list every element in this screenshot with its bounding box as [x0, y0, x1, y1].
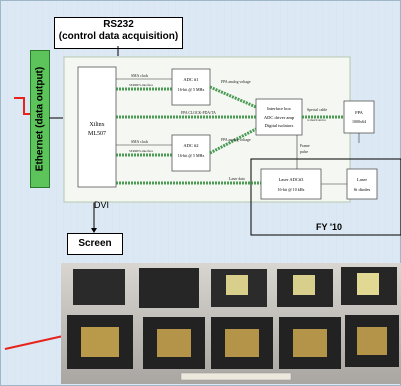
die-front-1 — [81, 327, 119, 357]
red-callout-line-top — [14, 98, 30, 114]
front-row-packages — [67, 315, 399, 369]
screen-label-box: Screen — [67, 233, 123, 255]
laser-adc-label-2: 16-bit @ 10 kHz — [278, 187, 305, 192]
screen-label: Screen — [78, 238, 111, 249]
interface-label-1: Interface box — [267, 106, 292, 111]
die-front-3 — [225, 329, 259, 357]
package-back-2 — [139, 268, 199, 308]
adc1-label-1: ADC #1 — [183, 77, 198, 82]
fpga-label-2: ML507 — [88, 131, 106, 137]
fpa-analog-1-label: FPA analog voltage — [221, 80, 251, 84]
laser-adc-label-1: Laser ADC#3 — [279, 177, 305, 182]
chip-back-4 — [293, 275, 315, 295]
serdes-2-label: SERDES-interface — [129, 149, 154, 153]
adc2-label-1: ADC #2 — [183, 143, 198, 148]
fpa-analog-2-label: FPA analog voltage — [221, 138, 251, 142]
die-front-2 — [157, 329, 191, 357]
interface-label-3: Digital isolators — [265, 123, 294, 128]
dvi-label: DVI — [94, 200, 109, 210]
special-cable-label-2: to match device — [307, 118, 327, 122]
die-front-4 — [293, 329, 327, 357]
fpga-label-1: Xilinx — [89, 122, 104, 128]
block-diagram: Xilinx ML507 ADC #1 16-bit @ 5 MHz ADC #… — [61, 47, 401, 237]
special-cable-label: Special cable — [307, 108, 327, 112]
sma-clock-2-label: SMA clock — [131, 140, 148, 144]
fpa-label-2: 1000x64 — [352, 119, 366, 124]
back-row-packages — [73, 267, 397, 308]
adc1-label-2: 16-bit @ 5 MHz — [178, 87, 205, 92]
fy10-label: FY '10 — [316, 222, 342, 232]
fpa-clock-label: FPA CLOCK-PDA/TA — [181, 111, 216, 115]
ruler — [181, 373, 291, 380]
fpa-block — [344, 101, 374, 133]
sensor-photo — [61, 263, 401, 384]
interface-label-2: ADC driver amp — [264, 115, 295, 120]
laser-data-label: Laser data — [229, 177, 245, 181]
adc2-label-2: 16-bit @ 5 MHz — [178, 153, 205, 158]
die-front-5 — [357, 327, 387, 355]
laser-diodes-label-1: Laser — [357, 177, 367, 182]
frame-pulse-label-2: pulse — [300, 150, 308, 154]
serdes-1-label: SERDES-interface — [129, 83, 154, 87]
laser-diodes-block — [347, 169, 377, 199]
frame-pulse-label: Frame — [300, 144, 310, 148]
chip-back-3 — [226, 275, 248, 295]
fpa-label-1: FPA — [355, 110, 364, 115]
package-back-1 — [73, 269, 125, 305]
chip-back-5 — [357, 273, 379, 295]
sma-clock-1-label: SMA clock — [131, 74, 148, 78]
laser-diodes-label-2: Si diodes — [354, 187, 371, 192]
laser-adc-block — [261, 169, 321, 199]
